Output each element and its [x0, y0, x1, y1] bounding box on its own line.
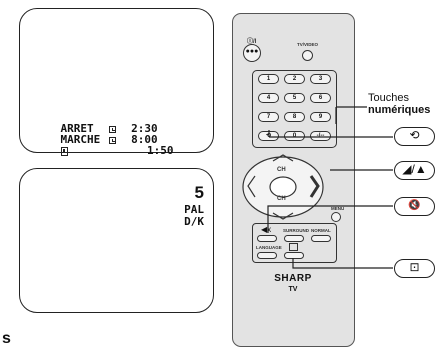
keypad-callout-line2: numériques — [368, 104, 431, 116]
osd-label-off: ARRET — [60, 122, 94, 135]
mute-callout: 🔇 — [394, 197, 435, 216]
timer-icon — [289, 243, 298, 251]
clock-icon — [108, 125, 116, 133]
brand-logo: SHARP — [274, 273, 312, 284]
key-0[interactable]: 0 — [284, 131, 305, 141]
osd-channel-number: 5 — [194, 183, 204, 202]
power-button[interactable]: ●●● — [243, 44, 261, 62]
menu-button[interactable] — [331, 212, 341, 222]
key-5[interactable]: 5 — [284, 93, 305, 103]
language-button[interactable] — [257, 252, 277, 259]
clock-icon — [108, 136, 116, 144]
dpad[interactable] — [233, 151, 356, 231]
normal-label: NORMAL — [311, 228, 331, 233]
osd-color-system: PAL — [184, 203, 204, 216]
key-3[interactable]: 3 — [310, 74, 331, 84]
model-label: TV — [288, 286, 298, 293]
key-4[interactable]: 4 — [258, 93, 279, 103]
key-2[interactable]: 2 — [284, 74, 305, 84]
ch-up-label: CH — [277, 167, 286, 173]
osd-time-off: 2:30 — [131, 122, 158, 135]
language-label: LANGUAGE — [256, 245, 282, 250]
volume-callout: ◢/▲ — [394, 161, 435, 180]
tv-video-button[interactable] — [302, 50, 313, 61]
key-8[interactable]: 8 — [284, 112, 305, 122]
normal-button[interactable] — [311, 235, 331, 242]
function-panel — [252, 223, 337, 263]
osd-row-off: ARRET 2:30 — [34, 111, 158, 147]
key-1[interactable]: 1 — [258, 74, 279, 84]
tv-video-label: TV/VIDEO — [297, 42, 319, 47]
osd-time-on: 8:00 — [131, 133, 158, 146]
key-7[interactable]: 7 — [258, 112, 279, 122]
key-6[interactable]: 6 — [310, 93, 331, 103]
sleep-timer-icon — [60, 146, 68, 156]
digit-mode-button[interactable]: -/-- — [310, 131, 331, 141]
tv-screen-timer: ARRET 2:30 MARCHE 8:00 1:50 — [19, 8, 214, 157]
power-label: Ⓘ/I — [247, 39, 257, 45]
menu-label: MENU — [331, 206, 345, 211]
osd-sound-system: D/K — [184, 215, 204, 228]
mute-icon: ◀x — [261, 225, 272, 234]
surround-button[interactable] — [284, 235, 304, 242]
ch-down-label: CH — [277, 196, 286, 202]
key-9[interactable]: 9 — [310, 112, 331, 122]
osd-time-sleep: 1:50 — [146, 144, 174, 157]
osd-row-sleep: 1:50 — [34, 133, 173, 169]
flashback-callout: ⟲ — [394, 127, 435, 146]
keypad-callout-line1: Touches — [368, 92, 409, 104]
footer-fragment: s — [2, 330, 11, 347]
keypad-callout-label: Touches numériques — [368, 92, 430, 116]
surround-label: SURROUND — [283, 228, 310, 233]
timer-callout: ⊡ — [394, 259, 435, 278]
mute-button[interactable] — [257, 235, 277, 242]
timer-button[interactable] — [284, 252, 304, 259]
remote-control: Ⓘ/I ●●● TV/VIDEO 1 2 3 4 5 6 7 8 9 ⟲ 0 -… — [232, 13, 355, 347]
osd-row-on: MARCHE 8:00 — [34, 122, 158, 158]
osd-label-on: MARCHE — [60, 133, 101, 146]
tv-screen-channel: 5 PAL D/K — [19, 168, 214, 313]
